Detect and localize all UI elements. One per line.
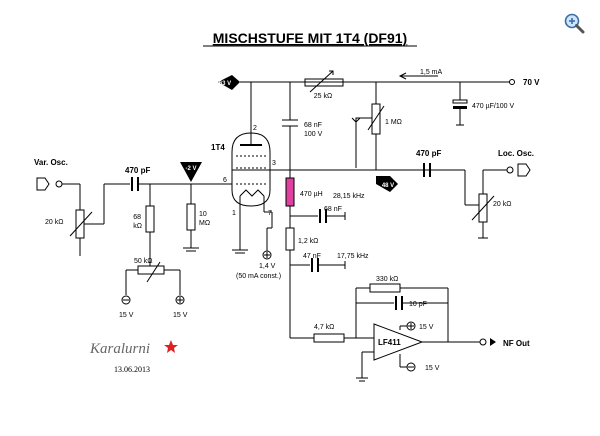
node-48v: 48 V	[376, 176, 398, 192]
svg-text:100 V: 100 V	[304, 131, 323, 138]
svg-text:10: 10	[199, 211, 207, 218]
screen-grid-line: 68 nF 100 V	[232, 82, 440, 171]
svg-text:kΩ: kΩ	[133, 223, 142, 230]
resistor-1m-pot: 1 MΩ	[351, 82, 402, 170]
svg-text:20 kΩ: 20 kΩ	[493, 201, 511, 208]
svg-text:470 pF: 470 pF	[416, 149, 441, 158]
loc-osc-label: Loc. Osc.	[498, 149, 534, 158]
svg-text:1,4 V: 1,4 V	[259, 263, 276, 270]
svg-text:68 nF: 68 nF	[324, 206, 342, 213]
svg-text:68 nF: 68 nF	[304, 122, 322, 129]
svg-text:470 µF/100 V: 470 µF/100 V	[472, 103, 515, 110]
svg-text:3: 3	[272, 160, 276, 167]
svg-text:10 pF: 10 pF	[409, 301, 427, 308]
svg-text:17,75 kHz: 17,75 kHz	[337, 253, 369, 260]
svg-text:15 V: 15 V	[425, 365, 440, 372]
svg-text:LF411: LF411	[378, 338, 401, 347]
date: 13.06.2013	[114, 365, 150, 374]
svg-text:63 V: 63 V	[219, 81, 231, 87]
nf-out-label: NF Out	[503, 339, 530, 348]
svg-text:-2 V: -2 V	[185, 166, 196, 172]
svg-text:470 pF: 470 pF	[125, 166, 150, 175]
svg-text:68: 68	[133, 214, 141, 221]
svg-text:15 V: 15 V	[119, 312, 134, 319]
svg-text:1 MΩ: 1 MΩ	[385, 119, 402, 126]
svg-text:7: 7	[268, 210, 272, 217]
zoom-in-magnifier-icon[interactable]	[563, 12, 585, 34]
svg-text:MΩ: MΩ	[199, 220, 210, 227]
svg-text:15 V: 15 V	[173, 312, 188, 319]
svg-text:4,7 kΩ: 4,7 kΩ	[314, 324, 334, 331]
svg-text:20 kΩ: 20 kΩ	[45, 219, 63, 226]
svg-text:1,5 mA: 1,5 mA	[420, 69, 443, 76]
svg-text:48 V: 48 V	[382, 183, 394, 189]
svg-text:50 kΩ: 50 kΩ	[134, 258, 152, 265]
svg-text:25 kΩ: 25 kΩ	[314, 93, 332, 100]
var-osc-input: Var. Osc. 20 kΩ 470 pF	[34, 158, 232, 256]
svg-text:1T4: 1T4	[211, 143, 225, 152]
tube-1t4: 1T4 2 3 6 1 7 1,4 V (50 mA const.)	[211, 82, 281, 280]
filter-chain: 470 µH 28,15 kHz 68 nF 1,2 kΩ 47 nF 17,7…	[285, 170, 369, 338]
svg-text:(50 mA const.): (50 mA const.)	[236, 273, 281, 280]
svg-text:70 V: 70 V	[523, 78, 540, 87]
svg-text:2: 2	[253, 125, 257, 132]
grid-bias-network: 68 kΩ 10 MΩ 50 kΩ 15 V 15 V	[119, 184, 210, 319]
svg-text:28,15 kHz: 28,15 kHz	[333, 193, 365, 200]
svg-text:1,2 kΩ: 1,2 kΩ	[298, 238, 318, 245]
svg-text:6: 6	[223, 177, 227, 184]
diagram-title: MISCHSTUFE MIT 1T4 (DF91)	[213, 30, 407, 46]
svg-text:470 µH: 470 µH	[300, 191, 323, 198]
loc-osc-input: 470 pF 20 kΩ Loc. Osc.	[416, 149, 534, 239]
capacitor-470uf: 470 µF/100 V	[452, 82, 515, 126]
svg-text:1: 1	[232, 210, 236, 217]
resistor-25k: 25 kΩ	[304, 70, 344, 100]
signature: Karalurni	[89, 340, 178, 357]
svg-text:15 V: 15 V	[419, 324, 434, 331]
svg-text:330 kΩ: 330 kΩ	[376, 276, 398, 283]
svg-text:47 nF: 47 nF	[303, 253, 321, 260]
svg-text:Karalurni: Karalurni	[89, 341, 150, 357]
node-neg2v: -2 V	[180, 162, 202, 182]
node-63v: 63 V	[218, 75, 240, 90]
top-rail: 70 V 1,5 mA 63 V	[218, 69, 540, 90]
var-osc-label: Var. Osc.	[34, 158, 68, 167]
opamp-section: 4,7 kΩ 330 kΩ 10 pF LF411 15 V 15 V NF O…	[290, 276, 530, 382]
